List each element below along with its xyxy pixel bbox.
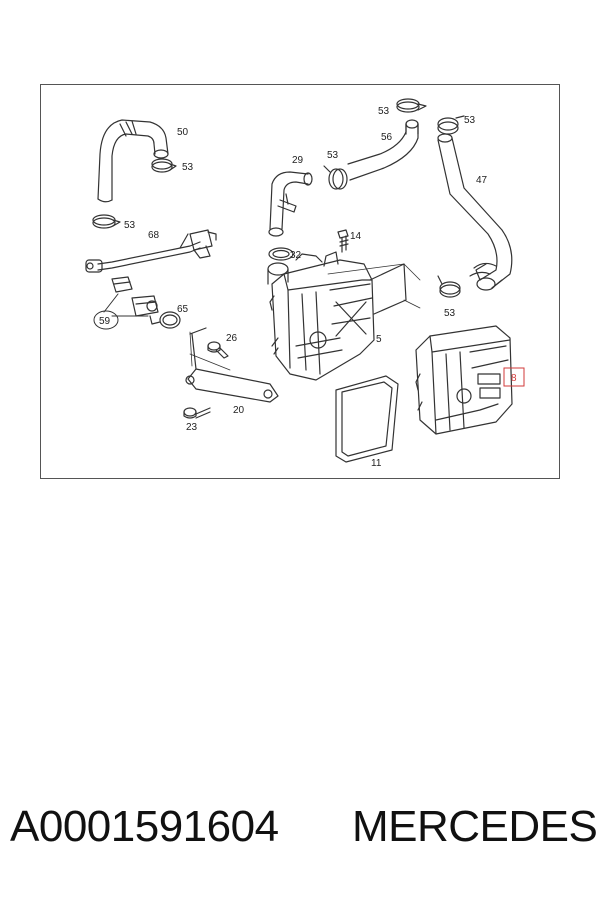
hose-56[interactable] — [347, 119, 419, 181]
sensor-59[interactable] — [111, 276, 161, 325]
callout-53: 53 — [327, 150, 339, 161]
pipe-29[interactable] — [268, 171, 313, 237]
callout-11: 11 — [371, 458, 382, 469]
clamp-53-f[interactable] — [437, 275, 461, 298]
callout-20: 20 — [233, 405, 245, 416]
callout-8: 8 — [511, 373, 517, 384]
callout-56: 56 — [381, 132, 393, 143]
callout-53: 53 — [124, 220, 136, 231]
clamp-53-a[interactable] — [151, 158, 177, 173]
cable-68[interactable] — [85, 229, 217, 273]
callout-32: 32 — [290, 250, 302, 261]
callout-53: 53 — [444, 308, 456, 319]
callout-53: 53 — [182, 162, 194, 173]
gasket-11[interactable] — [335, 375, 399, 463]
callout-50: 50 — [177, 127, 189, 138]
callout-47: 47 — [476, 175, 488, 186]
clamp-53-d[interactable] — [396, 98, 427, 113]
callout-14: 14 — [350, 231, 362, 242]
callout-23: 23 — [186, 422, 198, 433]
bolt-23[interactable] — [183, 407, 211, 419]
hose-47[interactable] — [437, 133, 513, 291]
clamp-53-e[interactable] — [437, 115, 465, 135]
control-unit-8[interactable] — [415, 325, 513, 435]
clamp-53-b[interactable] — [92, 214, 121, 229]
callout-29: 29 — [292, 155, 304, 166]
callout-53: 53 — [378, 106, 390, 117]
brand-name: MERCEDES — [352, 802, 598, 851]
part-number: A0001591604 — [10, 802, 279, 851]
callout-59: 59 — [99, 316, 111, 327]
screw-14[interactable] — [337, 229, 349, 253]
callout-65: 65 — [177, 304, 189, 315]
clamp-53-c[interactable] — [323, 165, 348, 190]
heater-body-5[interactable] — [267, 251, 407, 381]
parts-diagram: 50 53 53 53 53 56 29 53 47 14 32 68 59 6… — [40, 84, 560, 479]
callout-53: 53 — [464, 115, 476, 126]
seal-32[interactable] — [268, 247, 294, 261]
o-ring-65[interactable] — [159, 311, 181, 329]
callout-26: 26 — [226, 333, 238, 344]
callout-5: 5 — [376, 334, 382, 345]
callout-68: 68 — [148, 230, 160, 241]
bracket-20[interactable] — [185, 327, 279, 403]
hose-50[interactable] — [97, 119, 169, 203]
bolt-26[interactable] — [207, 341, 229, 359]
